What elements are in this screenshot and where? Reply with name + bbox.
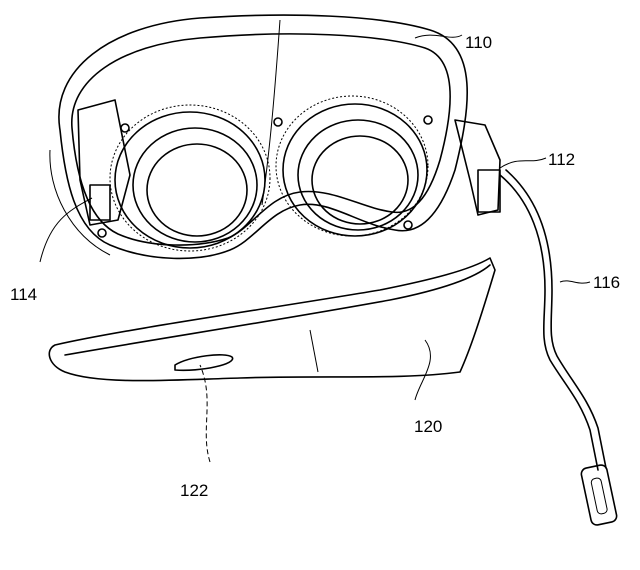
label-110: 110 xyxy=(465,33,492,52)
left-connector xyxy=(77,99,131,226)
label-122: 122 xyxy=(180,481,208,500)
strap xyxy=(48,257,496,382)
label-112: 112 xyxy=(548,150,575,169)
right-connector xyxy=(454,119,501,216)
label-120: 120 xyxy=(414,417,442,436)
screws xyxy=(97,115,433,238)
label-114: 114 xyxy=(10,285,37,304)
cable xyxy=(499,169,618,526)
leader-lines xyxy=(39,34,591,463)
label-116: 116 xyxy=(593,273,620,292)
headset-body xyxy=(49,14,469,260)
right-lens xyxy=(275,95,429,237)
left-lens xyxy=(109,104,271,252)
